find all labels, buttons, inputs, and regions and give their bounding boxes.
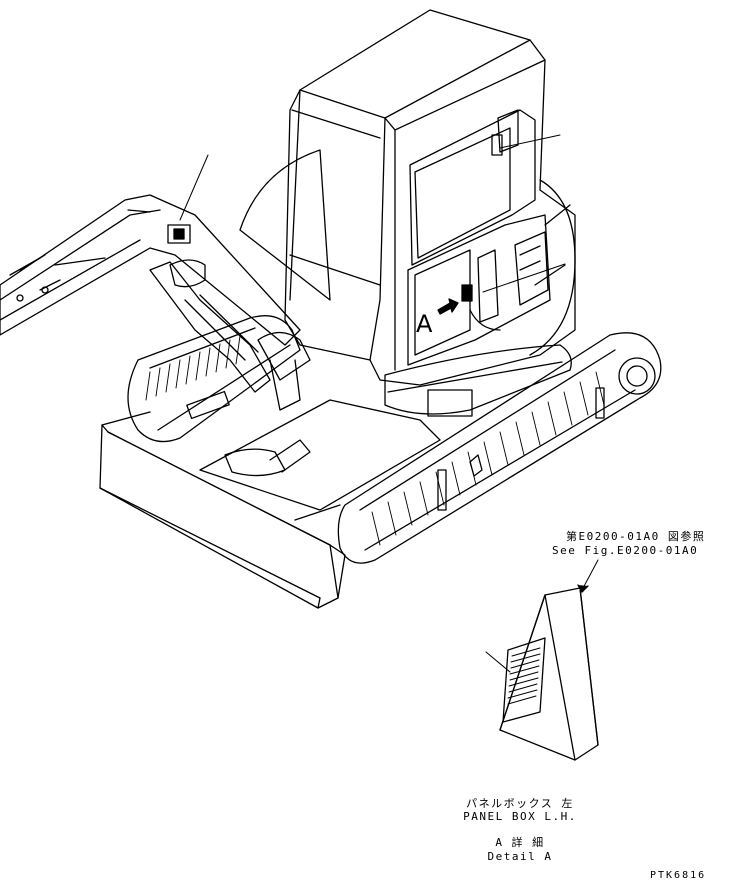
boom-work-lamp bbox=[167, 224, 191, 244]
lower-frame bbox=[199, 399, 441, 521]
boom bbox=[0, 194, 311, 411]
reference-jp: 第E0200-01A0 図参照 bbox=[566, 530, 706, 543]
leader-lines bbox=[179, 134, 566, 293]
part-name-en: PANEL BOX L.H. bbox=[463, 810, 577, 823]
cab bbox=[284, 9, 576, 386]
drawing-id: PTK6816 bbox=[650, 870, 707, 881]
detail-title-jp: A 詳 細 bbox=[495, 836, 545, 849]
reference-en: See Fig.E0200-01A0 bbox=[552, 544, 699, 557]
reference-arrow bbox=[577, 559, 599, 593]
panel-box-detail bbox=[485, 587, 599, 761]
view-marker-a: A bbox=[416, 310, 433, 338]
dozer-blade bbox=[99, 411, 346, 609]
view-arrow-a bbox=[437, 284, 473, 315]
right-track bbox=[337, 332, 662, 564]
detail-title-en: Detail A bbox=[487, 850, 553, 863]
part-name-jp: パネルボックス 左 bbox=[466, 797, 574, 810]
